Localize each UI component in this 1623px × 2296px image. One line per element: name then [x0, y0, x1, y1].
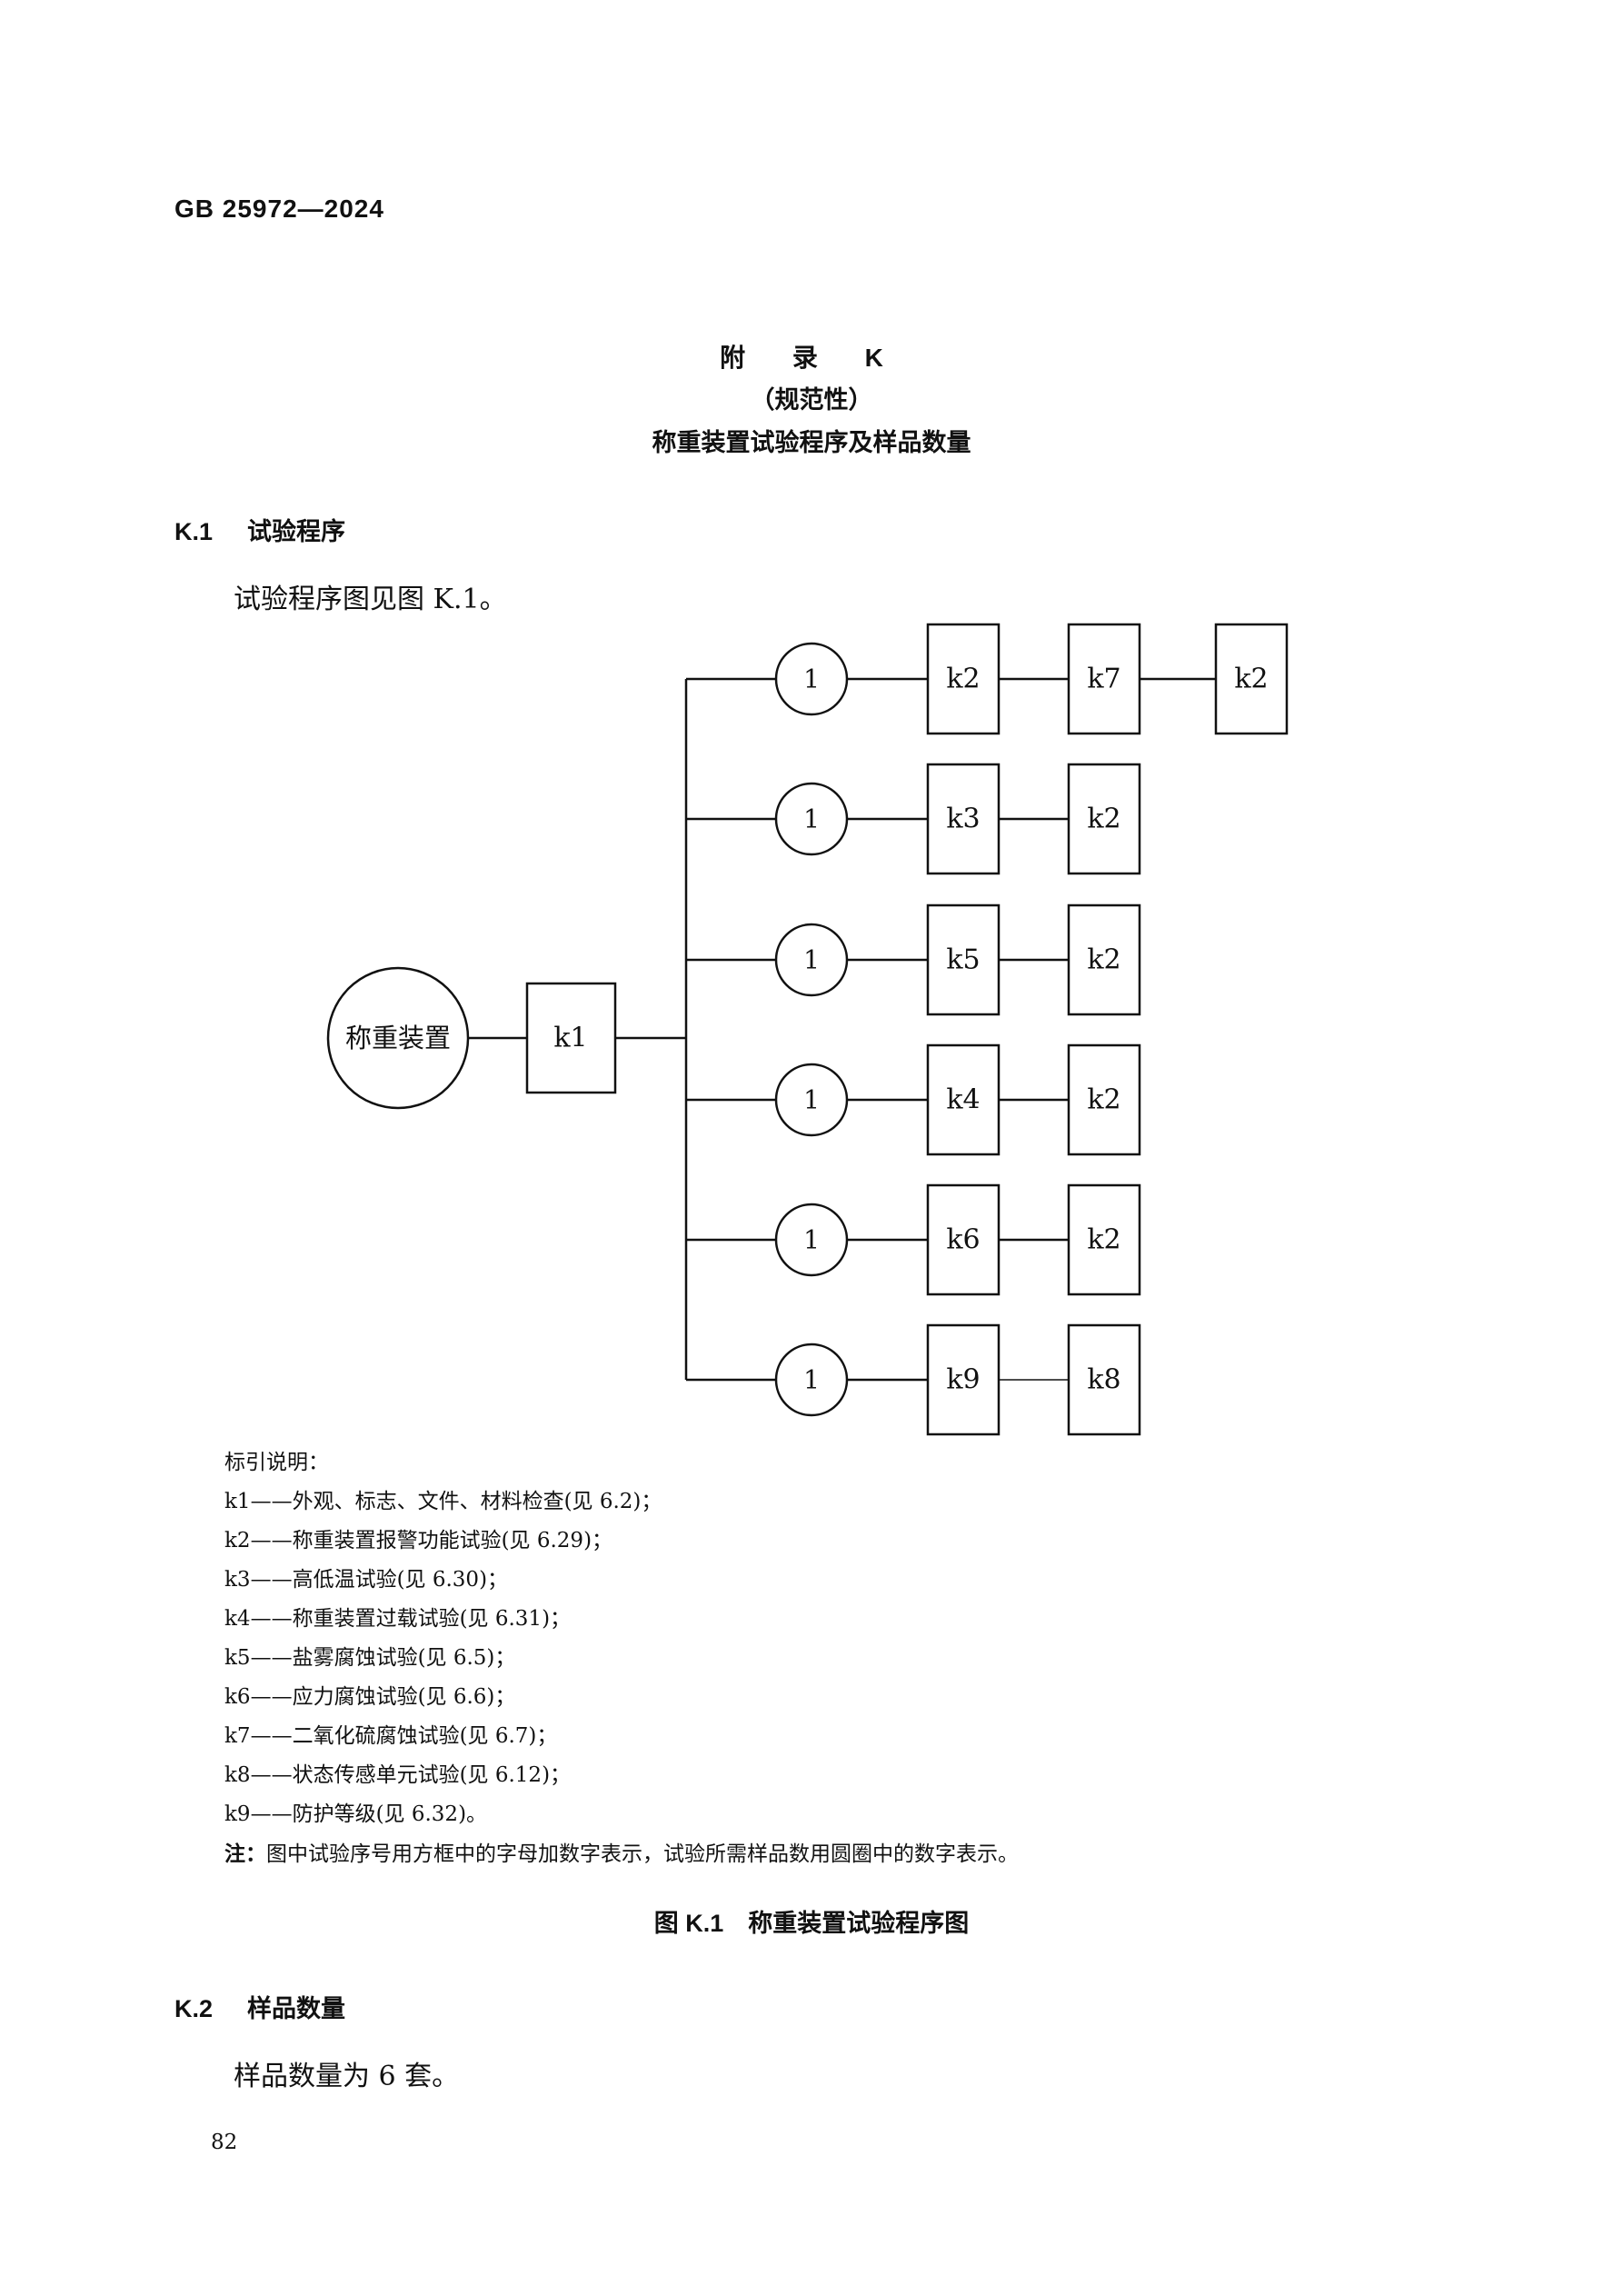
test-label: k2: [1087, 1224, 1120, 1256]
test-label: k2: [1087, 944, 1120, 976]
legend-item: k1——外观、标志、文件、材料检查(见 6.2)；: [224, 1490, 662, 1513]
section-k2-heading: K.2 样品数量: [174, 1989, 345, 2024]
sample-count-label: 1: [803, 1365, 820, 1395]
annex-nature: （规范性）: [750, 386, 873, 414]
section-k1-text: 试验程序图见图 K.1。: [234, 584, 507, 615]
test-box: [1214, 623, 1289, 735]
legend-item: k6——应力腐蚀试验(见 6.6)；: [224, 1685, 516, 1709]
section-number: K.1: [174, 518, 214, 545]
legend-item: k3——高低温试验(见 6.30)；: [224, 1568, 509, 1592]
test-label: k2: [1087, 1084, 1120, 1116]
legend: 标引说明： k1——外观、标志、文件、材料检查(见 6.2)； k2——称重装置…: [224, 1443, 1019, 1873]
test-label: k4: [946, 1084, 980, 1116]
sample-count-label: 1: [803, 1225, 820, 1255]
section-title: 试验程序: [247, 518, 345, 545]
legend-item: k5——盐雾腐蚀试验(见 6.5)；: [224, 1646, 516, 1670]
sample-count-label: 1: [803, 945, 820, 975]
legend-item: k7——二氧化硫腐蚀试验(见 6.7)；: [224, 1724, 558, 1748]
annex-title: 称重装置试验程序及样品数量: [652, 429, 971, 456]
test-box: [1067, 903, 1141, 1016]
test-label: k2: [1234, 664, 1268, 695]
test-box: [1067, 1043, 1141, 1156]
test-box: [1067, 1183, 1141, 1296]
sample-count-label: 1: [803, 1085, 820, 1115]
legend-item: k4——称重装置过载试验(见 6.31)；: [224, 1607, 572, 1631]
sample-count-label: 1: [803, 804, 820, 834]
figure-caption: 图 K.1 称重装置试验程序图: [653, 1910, 970, 1937]
test-label: k8: [1087, 1364, 1120, 1396]
test-label: k2: [946, 664, 980, 695]
note-label: 注：: [224, 1842, 266, 1865]
test-label: k5: [946, 944, 980, 976]
root-label: 称重装置: [345, 1023, 451, 1053]
test-label: k3: [946, 804, 980, 835]
legend-title: 标引说明：: [224, 1451, 329, 1474]
legend-item: k2——称重装置报警功能试验(见 6.29)；: [224, 1529, 613, 1552]
section-k2-text: 样品数量为 6 套。: [234, 2061, 460, 2092]
test-box: [1067, 763, 1141, 875]
legend-note: 注：图中试验序号用方框中的字母加数字表示，试验所需样品数用圆圈中的数字表示。: [224, 1834, 1019, 1873]
sample-count-label: 1: [803, 664, 820, 694]
note-text: 图中试验序号用方框中的字母加数字表示，试验所需样品数用圆圈中的数字表示。: [266, 1842, 1019, 1866]
test-label: k1: [553, 1023, 587, 1054]
test-label: k9: [946, 1364, 980, 1396]
standard-number: GB 25972—2024: [174, 195, 384, 223]
legend-item: k8——状态传感单元试验(见 6.12)；: [224, 1763, 572, 1787]
section-title: 样品数量: [247, 1995, 345, 2022]
section-k1-heading: K.1 试验程序: [174, 512, 345, 547]
test-box: [1067, 1323, 1141, 1436]
test-label: k2: [1087, 804, 1120, 835]
test-label: k7: [1087, 664, 1120, 695]
annex-label: 附 录 K: [720, 344, 903, 372]
test-label: k6: [946, 1224, 980, 1256]
page-number: 82: [211, 2131, 238, 2154]
legend-item: k9——防护等级(见 6.32)。: [224, 1802, 488, 1826]
section-number: K.2: [174, 1995, 214, 2022]
